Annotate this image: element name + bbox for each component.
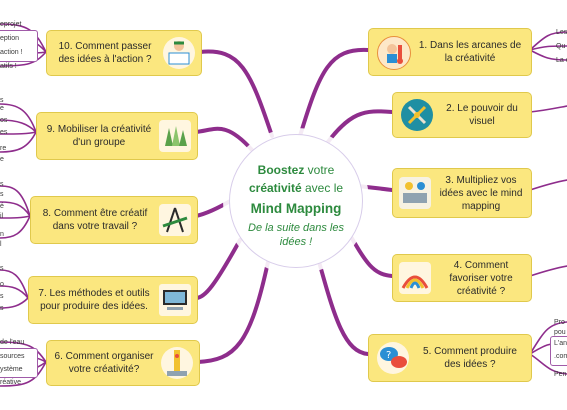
branch-line-6 [196,260,270,364]
tools-icon [401,99,433,131]
subtopic-l6c[interactable]: ystème [0,366,23,373]
branch-node-9[interactable]: 9. Mobiliser la créativité d'un groupe [36,112,198,160]
scientist-icon [377,36,411,70]
subtopic-l8f[interactable]: l [0,241,2,248]
branch-label-5: 5. Comment produire des idées ? [423,346,517,370]
subtopic-r5-box [550,336,567,366]
branch-node-2[interactable]: 2. Le pouvoir du visuel [392,92,532,138]
branch-label-10: 10. Comment passer des idées à l'action … [58,41,152,65]
branch-label-1: 1. Dans les arcanes de la créativité [418,40,522,64]
branch-line-10 [198,49,274,138]
subtopic-l9f[interactable]: e [0,156,4,163]
subtopic-l10-box [0,30,38,62]
rainbow-hammer-icon [399,262,431,294]
center-line-2: créativité avec le [248,181,344,195]
branch-line-2 [320,109,394,152]
subtopic-l7b[interactable]: o [0,281,4,288]
subtopic-l10a[interactable]: eprojet [0,21,22,28]
branch-label-7: 7. Les méthodes et outils pour produire … [38,288,150,312]
branch-node-5[interactable]: ? 5. Comment produire des idées ? [368,334,532,382]
branch-label-3: 3. Multipliez vos idées avec le mind map… [439,174,523,212]
branch-line-7 [194,238,242,300]
subtopic-l8c[interactable]: é [0,203,4,210]
subtopic-l9c[interactable]: os [0,117,8,124]
branch-line-1 [298,47,370,138]
subtopic-l8b[interactable]: s [0,191,4,198]
subtopic-l9b[interactable]: e [0,105,4,112]
branch-label-2: 2. Le pouvoir du visuel [446,103,518,127]
organizer-icon [161,347,193,379]
branch-node-7[interactable]: 7. Les méthodes et outils pour produire … [28,276,198,324]
center-title: Mind Mapping [250,201,342,216]
subtopic-l6d[interactable]: réative [0,379,22,386]
center-line-1: Boostez votre [257,163,335,177]
subtopic-r1b[interactable]: Qu [556,43,566,50]
subtopic-l10d[interactable]: atifs ! [0,63,17,70]
branch-node-6[interactable]: 6. Comment organiser votre créativité? [46,340,200,386]
branch-node-10[interactable]: 10. Comment passer des idées à l'action … [46,30,202,76]
branch-node-4[interactable]: 4. Comment favoriser votre créativité ? [392,254,532,302]
svg-text:?: ? [386,350,391,361]
branch-label-6: 6. Comment organiser votre créativité? [54,351,154,375]
subtopic-l7c[interactable]: s [0,293,4,300]
branch-label-4: 4. Comment favoriser votre créativité ? [449,259,513,297]
computer-icon [159,284,191,316]
branch-line-5 [316,256,370,356]
center-subtitle: De la suite dans les idées ! [248,222,344,248]
subtopic-r5d[interactable]: .com [554,353,567,360]
branch-line-8 [194,198,234,218]
subtopic-r5a[interactable]: Pro [554,319,565,326]
branch-label-8: 8. Comment être créatif dans votre trava… [42,208,148,232]
subtopic-l6-box [0,348,38,378]
subtopic-r1c[interactable]: La c [556,57,567,64]
printer-ideas-icon [399,177,431,209]
question-bubbles-icon: ? [377,342,409,374]
subtopic-r5c[interactable]: L'an [554,340,567,347]
branch-node-8[interactable]: 8. Comment être créatif dans votre trava… [30,196,198,244]
subtopic-l8a[interactable]: s [0,181,4,188]
subtopic-l9a[interactable]: s [0,97,4,104]
subtopic-l7d[interactable]: s [0,305,4,312]
compass-icon [159,204,191,236]
central-topic[interactable]: Boostez votre créativité avec le Mind Ma… [229,134,363,268]
subtopic-l6b[interactable]: sources [0,353,25,360]
subtopic-l10c[interactable]: action ! [0,49,23,56]
subtopic-r5e[interactable]: Pen [554,371,567,378]
subtopic-l9d[interactable]: es [0,129,8,136]
subtopic-l9e[interactable]: re [0,145,7,152]
subtopic-l10b[interactable]: eption [0,35,20,42]
branch-label-9: 9. Mobiliser la créativité d'un groupe [46,124,152,148]
subtopic-r5b[interactable]: pou [554,329,566,336]
branch-line-9 [194,126,254,152]
branch-node-3[interactable]: 3. Multipliez vos idées avec le mind map… [392,168,532,218]
subtopic-r1a[interactable]: Les [556,29,567,36]
reader-icon [163,37,195,69]
subtopic-l7a[interactable]: s [0,265,4,272]
group-hands-icon [159,120,191,152]
subtopic-l8d[interactable]: il [0,213,4,220]
branch-node-1[interactable]: 1. Dans les arcanes de la créativité [368,28,532,76]
subtopic-l6a[interactable]: de l'eau [0,339,25,346]
subtopic-l8e[interactable]: n [0,231,4,238]
